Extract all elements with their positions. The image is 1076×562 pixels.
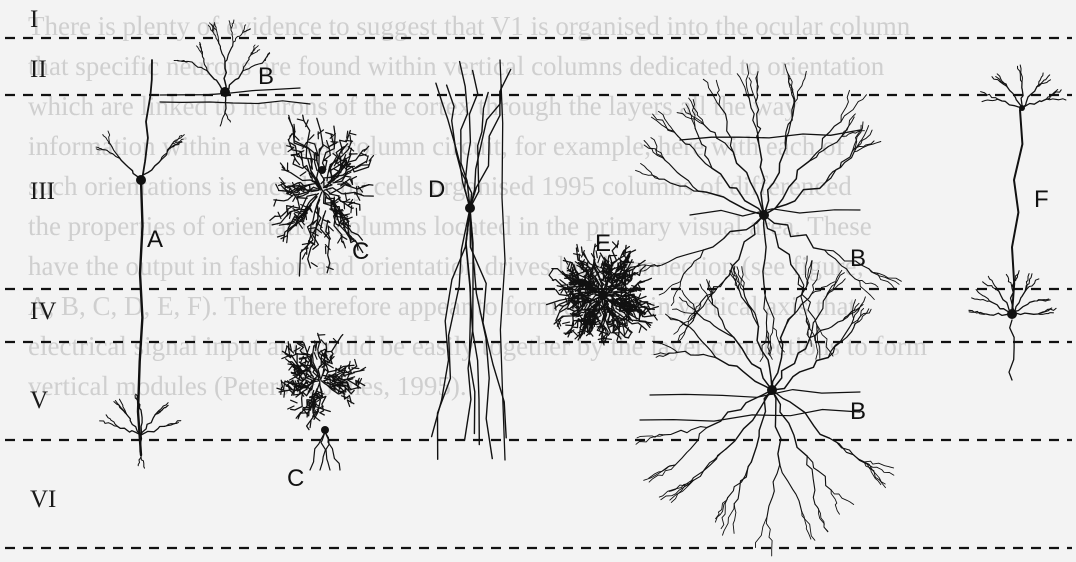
neuron-f (969, 65, 1066, 380)
neuron-b-top (160, 20, 310, 126)
neuron-label-c-upper: C (352, 238, 369, 266)
neuron-a (96, 60, 184, 468)
layer-label-V: V (30, 387, 48, 415)
neuron-b-right-upper (636, 64, 902, 362)
neuron-label-b-right-upper: B (850, 245, 866, 273)
layer-label-II: II (30, 56, 47, 84)
neuron-label-c-lower: C (287, 465, 304, 493)
neuron-label-a: A (147, 226, 163, 254)
layer-label-III: III (30, 178, 55, 206)
neuron-label-b-right-lower: B (850, 398, 866, 426)
neuron-d (432, 60, 511, 460)
layer-label-I: I (30, 6, 38, 34)
neuron-c-lower (277, 333, 366, 470)
neuron-label-d: D (428, 176, 445, 204)
neuron-label-f: F (1034, 186, 1049, 214)
neuron-label-b-top: B (258, 63, 274, 91)
neuron-label-e: E (595, 230, 611, 258)
layer-label-VI: VI (30, 486, 56, 514)
layer-label-IV: IV (30, 298, 56, 326)
